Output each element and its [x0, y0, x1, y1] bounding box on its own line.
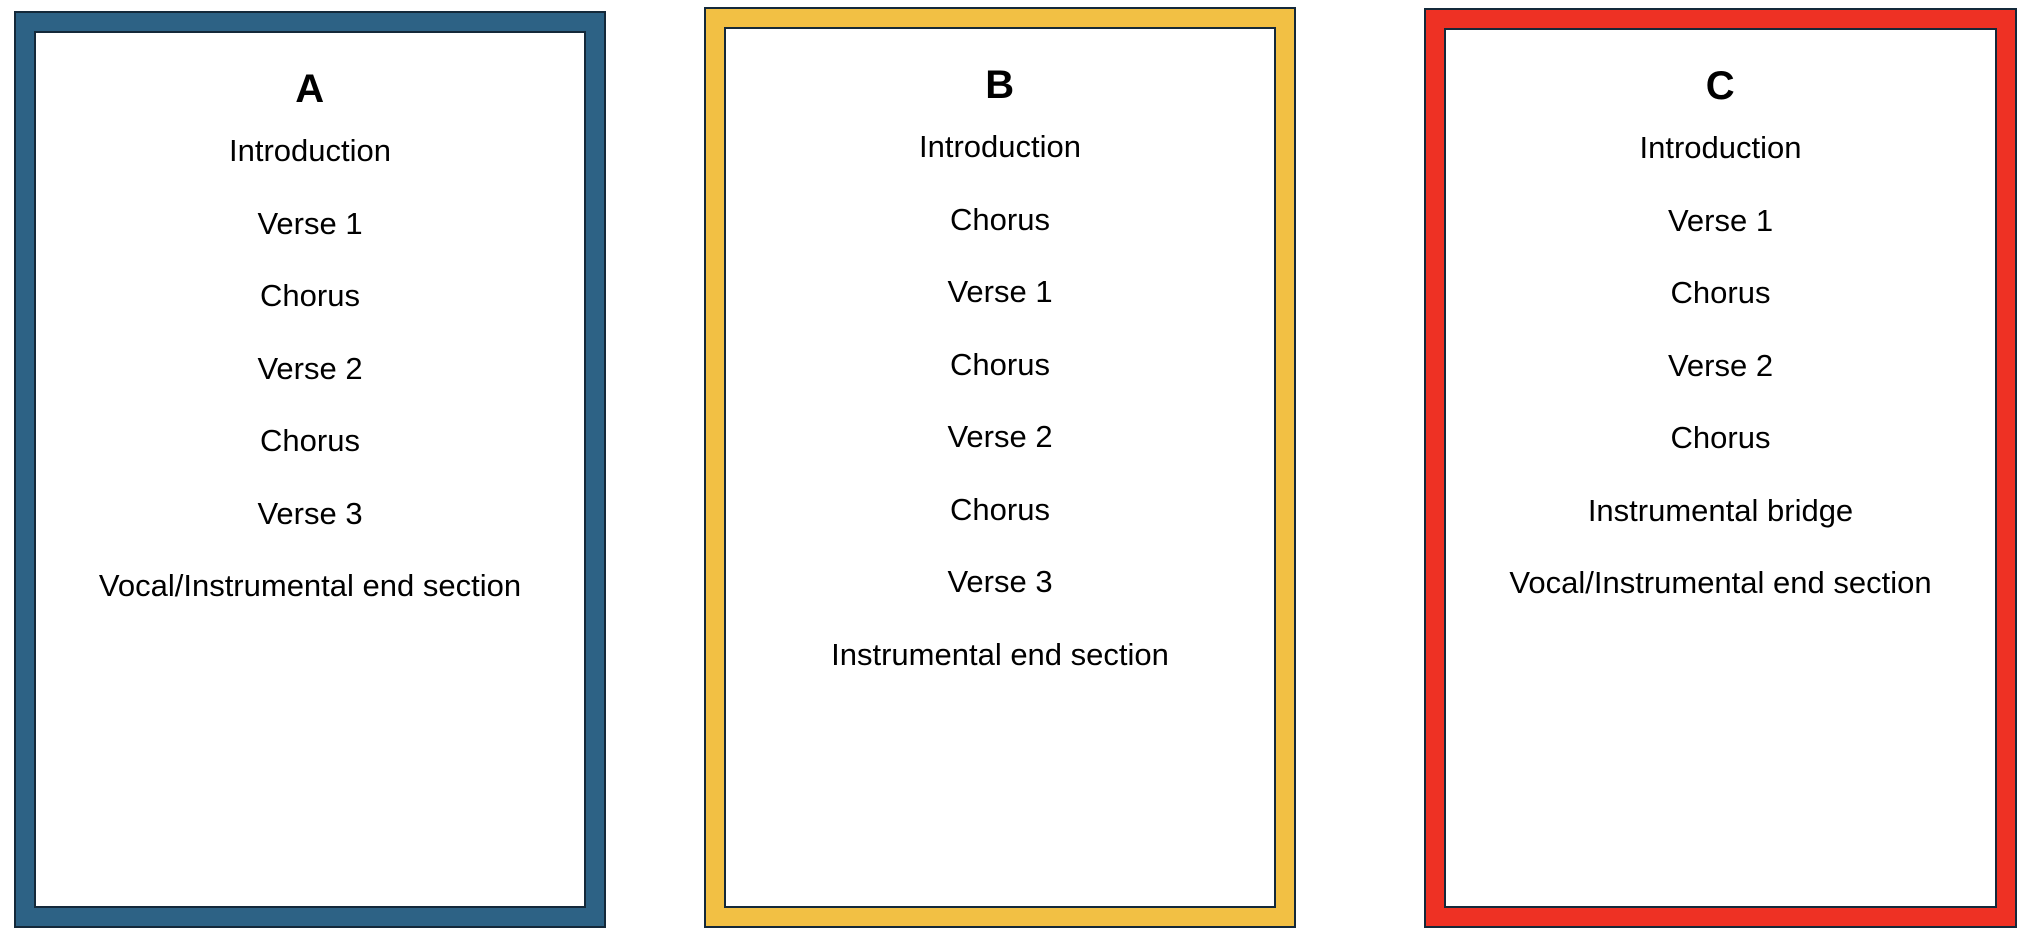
list-item: Verse 3	[947, 564, 1053, 600]
panel-a-item-list: Introduction Verse 1 Chorus Verse 2 Chor…	[46, 133, 574, 892]
list-item: Vocal/Instrumental end section	[1509, 565, 1932, 601]
list-item: Chorus	[1670, 275, 1771, 311]
list-item: Chorus	[260, 423, 360, 459]
panel-b-title: B	[985, 63, 1015, 107]
list-item: Chorus	[950, 491, 1050, 527]
list-item: Chorus	[950, 201, 1050, 237]
panel-c-color-band: C Introduction Verse 1 Chorus Verse 2 Ch…	[1426, 10, 2015, 926]
panel-c-item-list: Introduction Verse 1 Chorus Verse 2 Chor…	[1456, 130, 1985, 892]
list-item: Introduction	[1639, 130, 1802, 165]
panel-a-title: A	[295, 67, 325, 111]
panel-b-item-list: Introduction Chorus Verse 1 Chorus Verse…	[736, 129, 1264, 892]
panel-b-page: B Introduction Chorus Verse 1 Chorus Ver…	[724, 27, 1276, 908]
list-item: Vocal/Instrumental end section	[98, 568, 522, 604]
list-item: Verse 1	[1667, 202, 1774, 238]
list-item: Instrumental end section	[831, 636, 1169, 672]
panel-a-page: A Introduction Verse 1 Chorus Verse 2 Ch…	[34, 31, 586, 908]
list-item: Verse 3	[257, 495, 363, 531]
list-item: Introduction	[919, 129, 1081, 164]
list-item: Verse 2	[1667, 347, 1774, 383]
panel-c-page: C Introduction Verse 1 Chorus Verse 2 Ch…	[1444, 28, 1997, 908]
list-item: Chorus	[1670, 420, 1771, 456]
panel-a-color-band: A Introduction Verse 1 Chorus Verse 2 Ch…	[16, 13, 604, 926]
list-item: Verse 1	[257, 205, 363, 241]
panel-b[interactable]: B Introduction Chorus Verse 1 Chorus Ver…	[704, 7, 1296, 928]
panel-c[interactable]: C Introduction Verse 1 Chorus Verse 2 Ch…	[1424, 8, 2017, 928]
list-item: Instrumental bridge	[1587, 492, 1854, 528]
list-item: Verse 2	[947, 419, 1053, 455]
panel-c-title: C	[1705, 64, 1736, 108]
list-item: Introduction	[229, 133, 391, 168]
panel-b-color-band: B Introduction Chorus Verse 1 Chorus Ver…	[706, 9, 1294, 926]
list-item: Chorus	[260, 278, 360, 314]
list-item: Verse 1	[947, 274, 1053, 310]
panel-a[interactable]: A Introduction Verse 1 Chorus Verse 2 Ch…	[14, 11, 606, 928]
list-item: Verse 2	[257, 350, 363, 386]
list-item: Chorus	[950, 346, 1050, 382]
